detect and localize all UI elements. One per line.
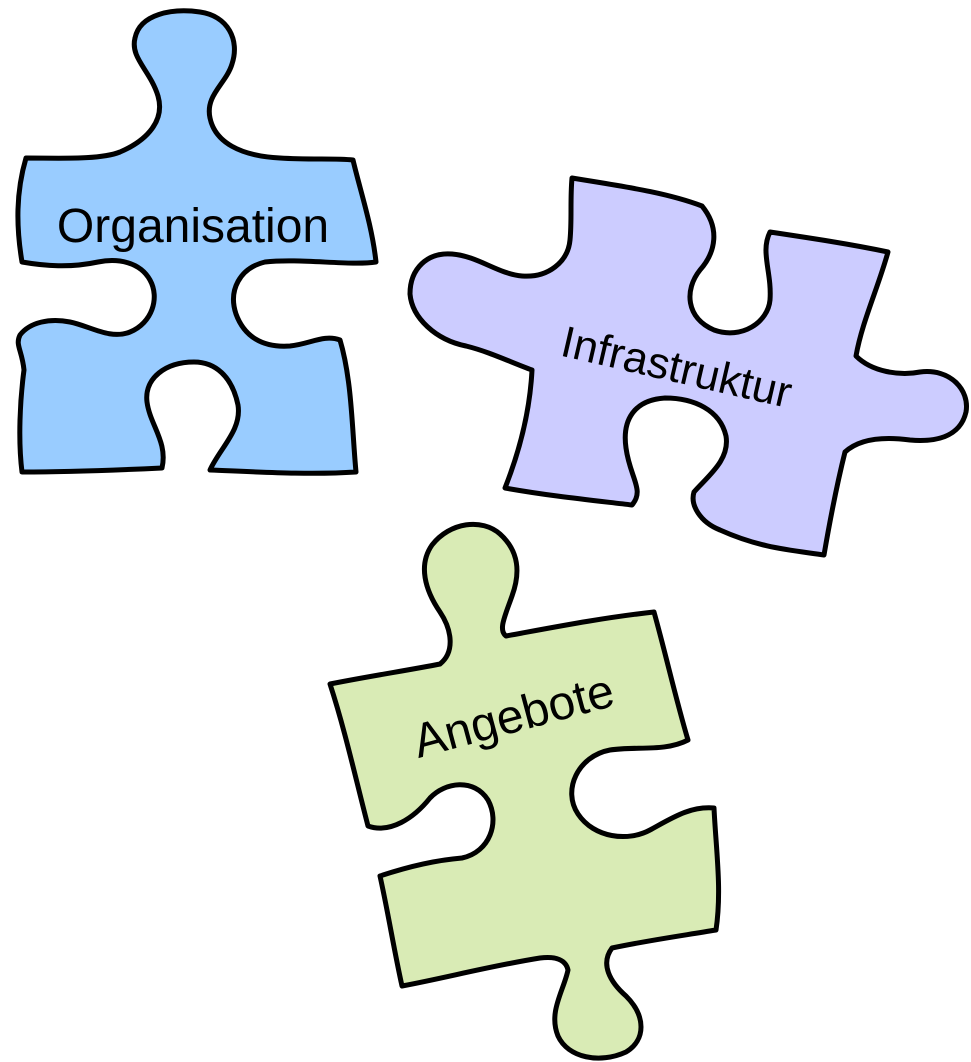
puzzle-piece-organisation-shape: [15, 8, 379, 476]
puzzle-piece-organisation: Organisation: [15, 8, 379, 476]
puzzle-piece-organisation-label: Organisation: [57, 200, 329, 253]
puzzle-piece-infrastruktur-shape: [407, 175, 969, 558]
puzzle-piece-infrastruktur: Infrastruktur: [407, 175, 969, 558]
puzzle-piece-angebote-shape: [327, 521, 722, 1061]
puzzle-piece-angebote: Angebote: [327, 521, 722, 1061]
